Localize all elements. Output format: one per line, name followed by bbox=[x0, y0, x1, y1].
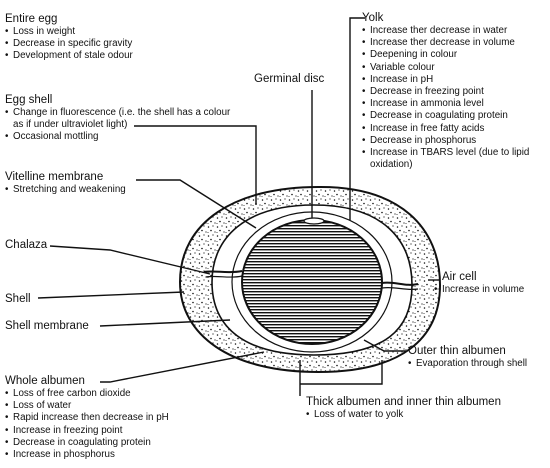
shell-membrane-title: Shell membrane bbox=[5, 320, 89, 332]
yolk-item: Increase in free fatty acids bbox=[362, 123, 548, 135]
yolk-item: Increase ther decrease in water bbox=[362, 25, 548, 37]
yolk-item: Increase in TBARS level (due to lipid ox… bbox=[362, 147, 548, 171]
egg-shell-item: Occasional mottling bbox=[5, 131, 237, 143]
germinal-disc-mark bbox=[303, 217, 325, 225]
chalaza-left bbox=[203, 270, 243, 278]
whole-albumen-item: Rapid increase then decrease in pH bbox=[5, 412, 169, 424]
shell-title: Shell bbox=[5, 293, 31, 305]
yolk-title: Yolk bbox=[362, 12, 384, 24]
vitelline-membrane-item: Stretching and weakening bbox=[5, 184, 126, 196]
entire-egg-block: Entire egg Loss in weight Decrease in sp… bbox=[5, 12, 133, 63]
shell-block: Shell bbox=[5, 292, 31, 306]
whole-albumen-list: Loss of free carbon dioxide Loss of wate… bbox=[5, 388, 169, 461]
whole-albumen-item: Loss of free carbon dioxide bbox=[5, 388, 169, 400]
chalaza-block: Chalaza bbox=[5, 238, 47, 252]
air-cell-item: Increase in volume bbox=[434, 284, 524, 296]
thick-albumen-block: Thick albumen and inner thin albumen Los… bbox=[306, 395, 501, 421]
whole-albumen-item: Decrease in coagulating protein bbox=[5, 437, 169, 449]
whole-albumen-title: Whole albumen bbox=[5, 375, 85, 387]
yolk-item: Decrease in phosphorus bbox=[362, 135, 548, 147]
egg-shell-block: Egg shell Change in fluorescence (i.e. t… bbox=[5, 93, 237, 144]
leader-shell bbox=[37, 291, 185, 299]
air-cell-list: Increase in volume bbox=[428, 284, 524, 296]
egg-shell-title: Egg shell bbox=[5, 94, 53, 106]
chalaza-title: Chalaza bbox=[5, 239, 48, 251]
thick-albumen-item: Loss of water to yolk bbox=[306, 409, 501, 421]
vitelline-membrane-block: Vitelline membrane Stretching and weaken… bbox=[5, 170, 126, 196]
yolk-item: Variable colour bbox=[362, 62, 548, 74]
leader-thick-albumen-2 bbox=[300, 360, 383, 385]
yolk-item: Increase ther decrease in volume bbox=[362, 37, 548, 49]
outer-thin-albumen-list: Evaporation through shell bbox=[408, 358, 527, 370]
vitelline-membrane-title: Vitelline membrane bbox=[5, 171, 104, 183]
entire-egg-title: Entire egg bbox=[5, 13, 58, 25]
thick-albumen-title: Thick albumen and inner thin albumen bbox=[306, 396, 501, 408]
germinal-disc-title: Germinal disc bbox=[254, 73, 325, 85]
entire-egg-item: Development of stale odour bbox=[5, 50, 133, 62]
yolk-item: Decrease in coagulating protein bbox=[362, 110, 548, 122]
leader-vitelline bbox=[136, 179, 257, 229]
leader-whole-albumen bbox=[100, 351, 265, 383]
entire-egg-item: Decrease in specific gravity bbox=[5, 38, 133, 50]
whole-albumen-item: Increase in freezing point bbox=[5, 425, 169, 437]
vitelline-membrane-list: Stretching and weakening bbox=[5, 184, 126, 196]
yolk-item: Decrease in freezing point bbox=[362, 86, 548, 98]
leader-shell-membrane bbox=[99, 319, 231, 327]
yolk-list: Increase ther decrease in water Increase… bbox=[362, 25, 548, 171]
whole-albumen-item: Loss of water bbox=[5, 400, 169, 412]
outer-thin-albumen-title: Outer thin albumen bbox=[408, 345, 506, 357]
leader-yolk bbox=[349, 17, 365, 220]
air-cell-title: Air cell bbox=[442, 271, 477, 283]
chalaza-right bbox=[381, 281, 419, 291]
whole-albumen-item: Increase in phosphorus bbox=[5, 449, 169, 461]
yolk-item: Deepening in colour bbox=[362, 49, 548, 61]
entire-egg-item: Loss in weight bbox=[5, 26, 133, 38]
leader-outer-thin bbox=[363, 339, 406, 352]
shell-membrane-block: Shell membrane bbox=[5, 319, 89, 333]
yolk-region bbox=[241, 219, 383, 345]
leader-lines bbox=[37, 17, 440, 396]
air-cell-block: Air cell Increase in volume bbox=[428, 270, 524, 296]
egg-shell-item: Change in fluorescence (i.e. the shell h… bbox=[5, 107, 237, 131]
thick-albumen-list: Loss of water to yolk bbox=[306, 409, 501, 421]
leader-chalaza bbox=[49, 245, 211, 275]
yolk-item: Increase in ammonia level bbox=[362, 98, 548, 110]
yolk-item: Increase in pH bbox=[362, 74, 548, 86]
entire-egg-list: Loss in weight Decrease in specific grav… bbox=[5, 26, 133, 63]
egg-shell-list: Change in fluorescence (i.e. the shell h… bbox=[5, 107, 237, 144]
germinal-disc-block: Germinal disc bbox=[254, 72, 324, 86]
outer-thin-albumen-item: Evaporation through shell bbox=[408, 358, 527, 370]
whole-albumen-block: Whole albumen Loss of free carbon dioxid… bbox=[5, 374, 169, 461]
yolk-block: Yolk Increase ther decrease in water Inc… bbox=[362, 11, 548, 171]
outer-thin-albumen-block: Outer thin albumen Evaporation through s… bbox=[408, 344, 527, 370]
